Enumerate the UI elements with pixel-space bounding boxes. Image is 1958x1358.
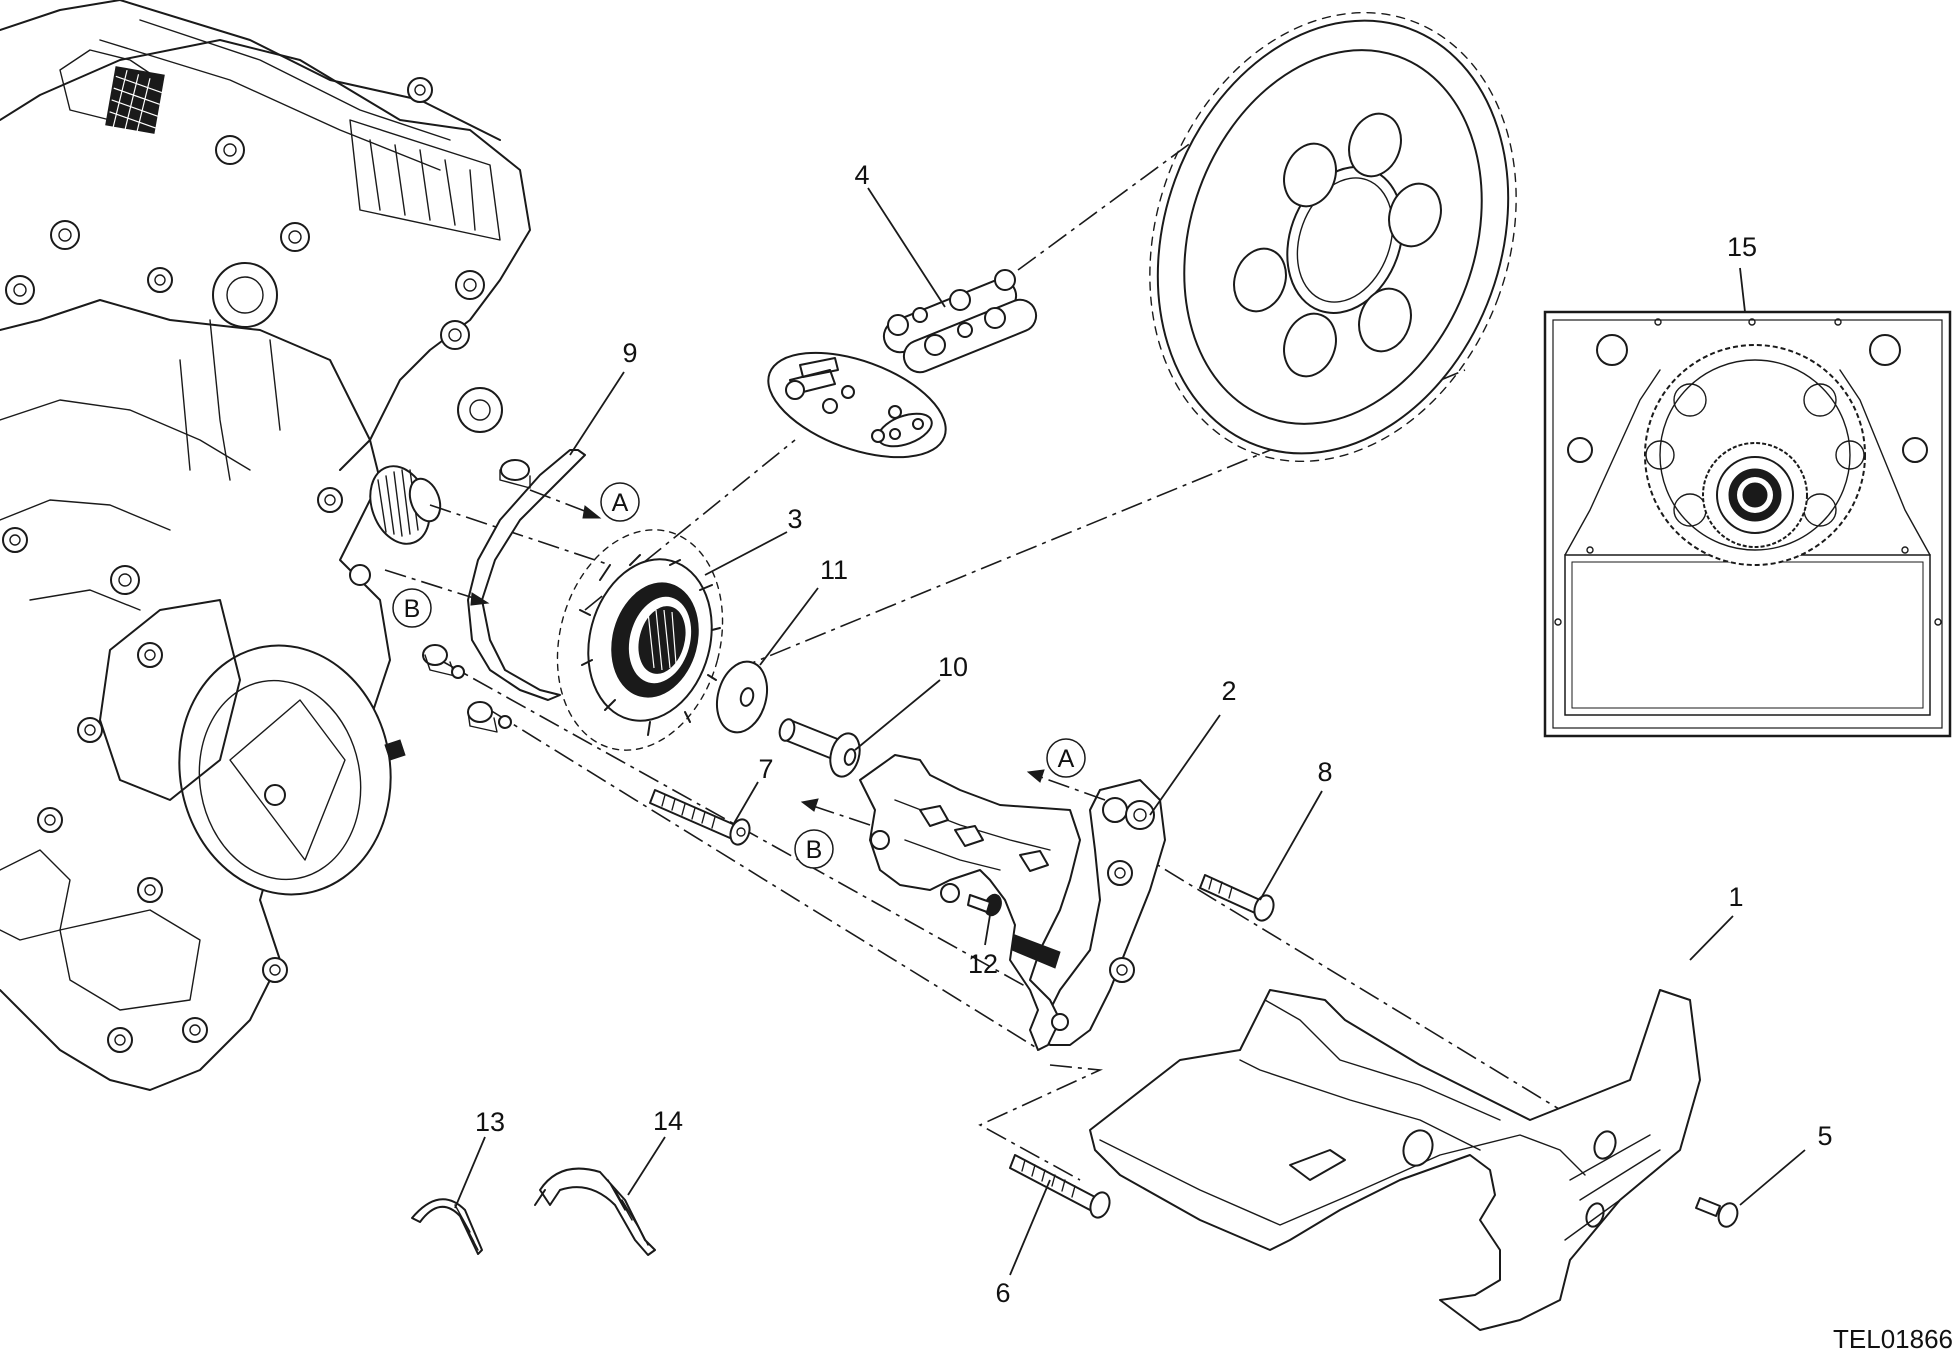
washer: [716, 660, 768, 734]
chain-link-segment: [882, 269, 1038, 374]
part-number-14: 14: [653, 1106, 683, 1136]
part-number-13: 13: [475, 1107, 505, 1137]
part-number-4: 4: [854, 160, 869, 190]
callout-letter-b-upper: B: [404, 595, 421, 623]
callout-letter-a-upper: A: [612, 489, 629, 517]
part-number-7: 7: [758, 754, 773, 784]
callout-circle-a-lower: A: [1046, 738, 1086, 778]
callout-circle-a-upper: A: [600, 482, 640, 522]
part-number-12: 12: [968, 949, 998, 979]
callout-circle-b-upper: B: [392, 588, 432, 628]
callout-circle-b-lower: B: [794, 829, 834, 869]
part-number-6: 6: [995, 1278, 1010, 1308]
cylinder-head-grille: [105, 66, 165, 139]
screw-12: [967, 893, 1002, 917]
drawing-code: TEL01866: [1833, 1324, 1953, 1354]
cable-clip-14: [534, 1167, 656, 1256]
part-number-5: 5: [1817, 1121, 1832, 1151]
part-number-9: 9: [622, 338, 637, 368]
sprocket-cover-1: [1089, 989, 1701, 1331]
part-number-labels: 1 2 3 4 5 6 7 8 9 10 11 12 13 14 15: [475, 160, 1833, 1308]
clutch-cover: [178, 644, 392, 896]
callout-letter-a-lower: A: [1058, 745, 1075, 773]
part-number-3: 3: [787, 504, 802, 534]
screw-7: [649, 789, 751, 846]
part-number-1: 1: [1728, 882, 1743, 912]
part-number-15: 15: [1727, 232, 1757, 262]
part-number-8: 8: [1317, 757, 1332, 787]
chain-guard-bracket: [422, 449, 586, 733]
rear-sprocket: [1149, 11, 1517, 463]
output-shaft-spline: [369, 465, 442, 545]
part-number-11: 11: [820, 555, 848, 585]
screw-6: [1009, 1154, 1111, 1219]
cable-clip-13: [411, 1198, 483, 1255]
screw-5: [1695, 1197, 1739, 1228]
assembly-direction-arrows: [384, 489, 1106, 826]
callout-letter-b-lower: B: [806, 836, 823, 864]
front-sprocket: [556, 529, 724, 751]
inset-detail-panel: [1543, 310, 1952, 738]
part-number-2: 2: [1221, 676, 1236, 706]
screw-8: [1199, 874, 1275, 922]
part-leader-lines: [454, 187, 1806, 1276]
sprocket-cover-guard: [859, 754, 1166, 1051]
chain-master-link-kit: [767, 351, 947, 459]
engine-assembly: [0, 0, 531, 1091]
sprocket-bolt: [778, 718, 861, 778]
part-number-10: 10: [938, 652, 968, 682]
